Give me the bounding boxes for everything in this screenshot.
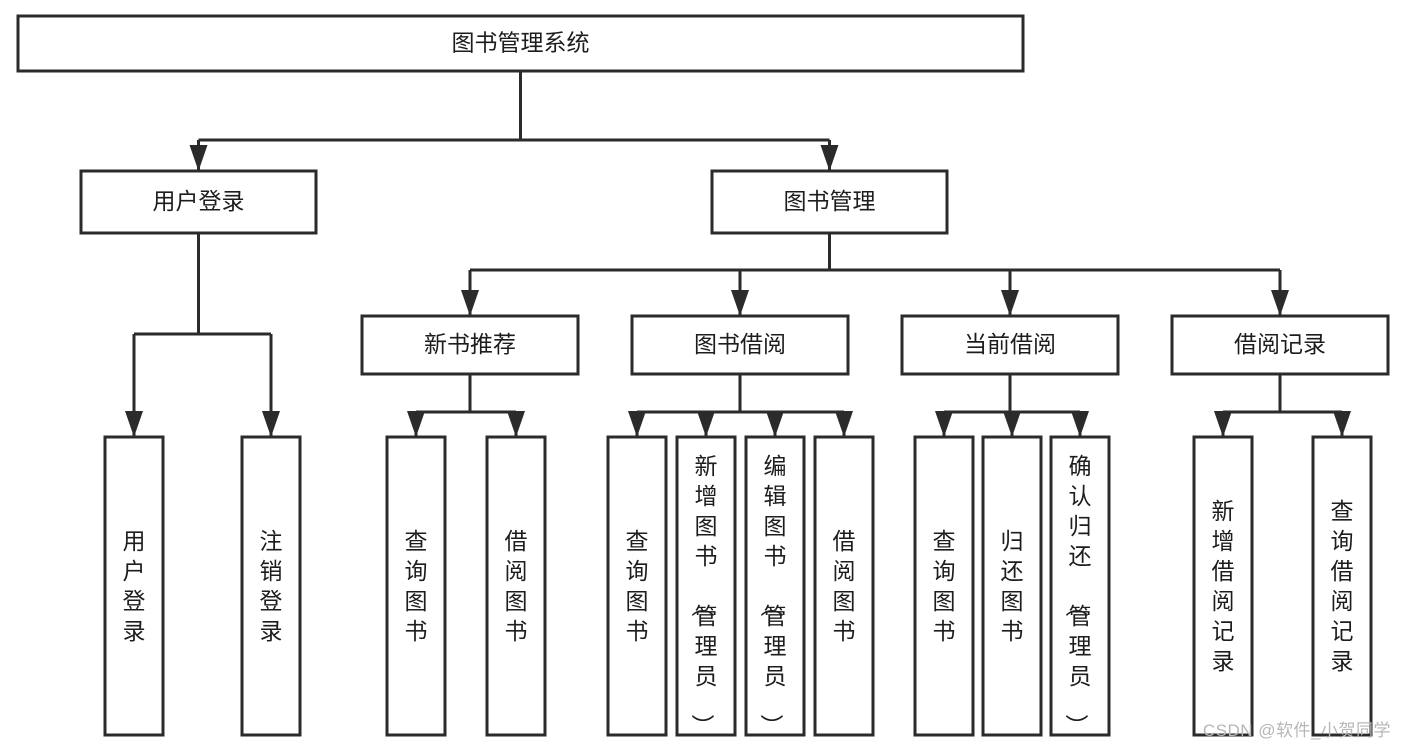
root-node-system-label: 图书管理系统 [452,30,590,56]
root-node-system-box[interactable] [16,14,1025,73]
arrow-head-icon-leaf-logout-login [262,411,280,437]
arrow-head-icon-leaf-query-book-bor [628,411,646,437]
node-new-book-recommend-box[interactable] [360,314,580,376]
node-leaf-add-borrow-record-box[interactable] [1192,435,1254,737]
node-leaf-logout-login[interactable]: 注销登录 [240,435,302,737]
node-leaf-return-book-box[interactable] [981,435,1043,737]
node-leaf-borrow-book-rec-label: 借阅图书 [505,528,528,644]
node-borrow-record-label: 借阅记录 [1234,331,1326,357]
node-current-borrow-box[interactable] [900,314,1120,376]
node-leaf-return-book-label: 归还图书 [1001,528,1024,644]
node-current-borrow[interactable]: 当前借阅 [900,314,1120,376]
arrow-head-icon-leaf-edit-book-admin [766,411,784,437]
node-book-borrow-label: 图书借阅 [694,331,786,357]
node-leaf-add-book-admin[interactable]: 新增图书（管理员） [675,435,737,737]
node-leaf-query-borrow-record-label: 查询借阅记录 [1331,498,1354,674]
arrow-head-icon-level3-0 [461,290,479,316]
arrow-head-icon-leaf-user-login [125,411,143,437]
node-new-book-recommend[interactable]: 新书推荐 [360,314,580,376]
arrow-head-icon-leaf-add-borrow-record [1214,411,1232,437]
node-leaf-borrow-book-rec-box[interactable] [485,435,547,737]
node-borrow-record[interactable]: 借阅记录 [1170,314,1390,376]
node-leaf-edit-book-admin[interactable]: 编辑图书（管理员） [744,435,806,737]
arrow-head-icon-leaf-query-borrow-record [1333,411,1351,437]
node-leaf-query-book-rec[interactable]: 查询图书 [385,435,447,737]
node-user-login-label: 用户登录 [153,188,245,214]
node-layer: 图书管理系统用户登录图书管理新书推荐图书借阅当前借阅借阅记录用户登录注销登录查询… [16,14,1390,737]
node-leaf-query-book-rec-box[interactable] [385,435,447,737]
connector-layer [125,71,1351,437]
node-leaf-query-borrow-record-box[interactable] [1311,435,1373,737]
node-borrow-record-box[interactable] [1170,314,1390,376]
arrow-head-icon-leaf-query-book-rec [407,411,425,437]
arrow-head-icon-leaf-add-book-admin [697,411,715,437]
node-leaf-borrow-book-rec[interactable]: 借阅图书 [485,435,547,737]
node-leaf-logout-login-box[interactable] [240,435,302,737]
node-book-borrow-box[interactable] [630,314,850,376]
arrow-head-icon-leaf-return-book [1003,411,1021,437]
arrow-head-icon-level3-2 [1001,290,1019,316]
node-leaf-confirm-return-admin-label: 确认归还（管理员） [1064,453,1092,737]
node-leaf-query-book-cur-box[interactable] [913,435,975,737]
node-leaf-add-borrow-record-label: 新增借阅记录 [1212,498,1235,674]
arrow-head-icon-level3-3 [1271,290,1289,316]
root-node-system[interactable]: 图书管理系统 [16,14,1025,73]
node-book-manage-label: 图书管理 [784,188,876,214]
arrow-head-icon-level2-0 [189,145,208,171]
node-leaf-query-book-cur[interactable]: 查询图书 [913,435,975,737]
node-user-login[interactable]: 用户登录 [79,169,318,235]
node-current-borrow-label: 当前借阅 [964,331,1056,357]
csdn-watermark: CSDN @软件_小贺同学 [1202,721,1391,740]
node-leaf-edit-book-admin-box[interactable] [744,435,806,737]
node-leaf-confirm-return-admin-box[interactable] [1049,435,1111,737]
node-leaf-borrow-book-bor-label: 借阅图书 [833,528,856,644]
arrow-head-icon-leaf-confirm-return-admin [1071,411,1089,437]
arrow-head-icon-level2-1 [820,145,839,171]
node-leaf-query-book-rec-label: 查询图书 [405,528,428,644]
node-leaf-user-login[interactable]: 用户登录 [103,435,165,737]
node-leaf-return-book[interactable]: 归还图书 [981,435,1043,737]
node-leaf-edit-book-admin-label: 编辑图书（管理员） [759,453,787,737]
node-book-manage-box[interactable] [710,169,949,235]
node-leaf-borrow-book-bor[interactable]: 借阅图书 [813,435,875,737]
node-leaf-logout-login-label: 注销登录 [260,528,283,644]
node-leaf-query-book-bor-box[interactable] [606,435,668,737]
arrow-head-icon-leaf-borrow-book-bor [835,411,853,437]
arrow-head-icon-leaf-borrow-book-rec [507,411,525,437]
node-book-manage[interactable]: 图书管理 [710,169,949,235]
node-user-login-box[interactable] [79,169,318,235]
node-leaf-query-book-bor[interactable]: 查询图书 [606,435,668,737]
node-leaf-query-book-bor-label: 查询图书 [626,528,649,644]
node-book-borrow[interactable]: 图书借阅 [630,314,850,376]
node-leaf-query-borrow-record[interactable]: 查询借阅记录 [1311,435,1373,737]
arrow-head-icon-leaf-query-book-cur [935,411,953,437]
node-leaf-add-borrow-record[interactable]: 新增借阅记录 [1192,435,1254,737]
node-leaf-add-book-admin-box[interactable] [675,435,737,737]
node-new-book-recommend-label: 新书推荐 [424,331,516,357]
node-leaf-add-book-admin-label: 新增图书（管理员） [690,453,718,737]
node-leaf-user-login-label: 用户登录 [123,528,146,644]
node-leaf-query-book-cur-label: 查询图书 [933,528,956,644]
arrow-head-icon-level3-1 [731,290,749,316]
node-leaf-confirm-return-admin[interactable]: 确认归还（管理员） [1049,435,1111,737]
node-leaf-borrow-book-bor-box[interactable] [813,435,875,737]
node-leaf-user-login-box[interactable] [103,435,165,737]
